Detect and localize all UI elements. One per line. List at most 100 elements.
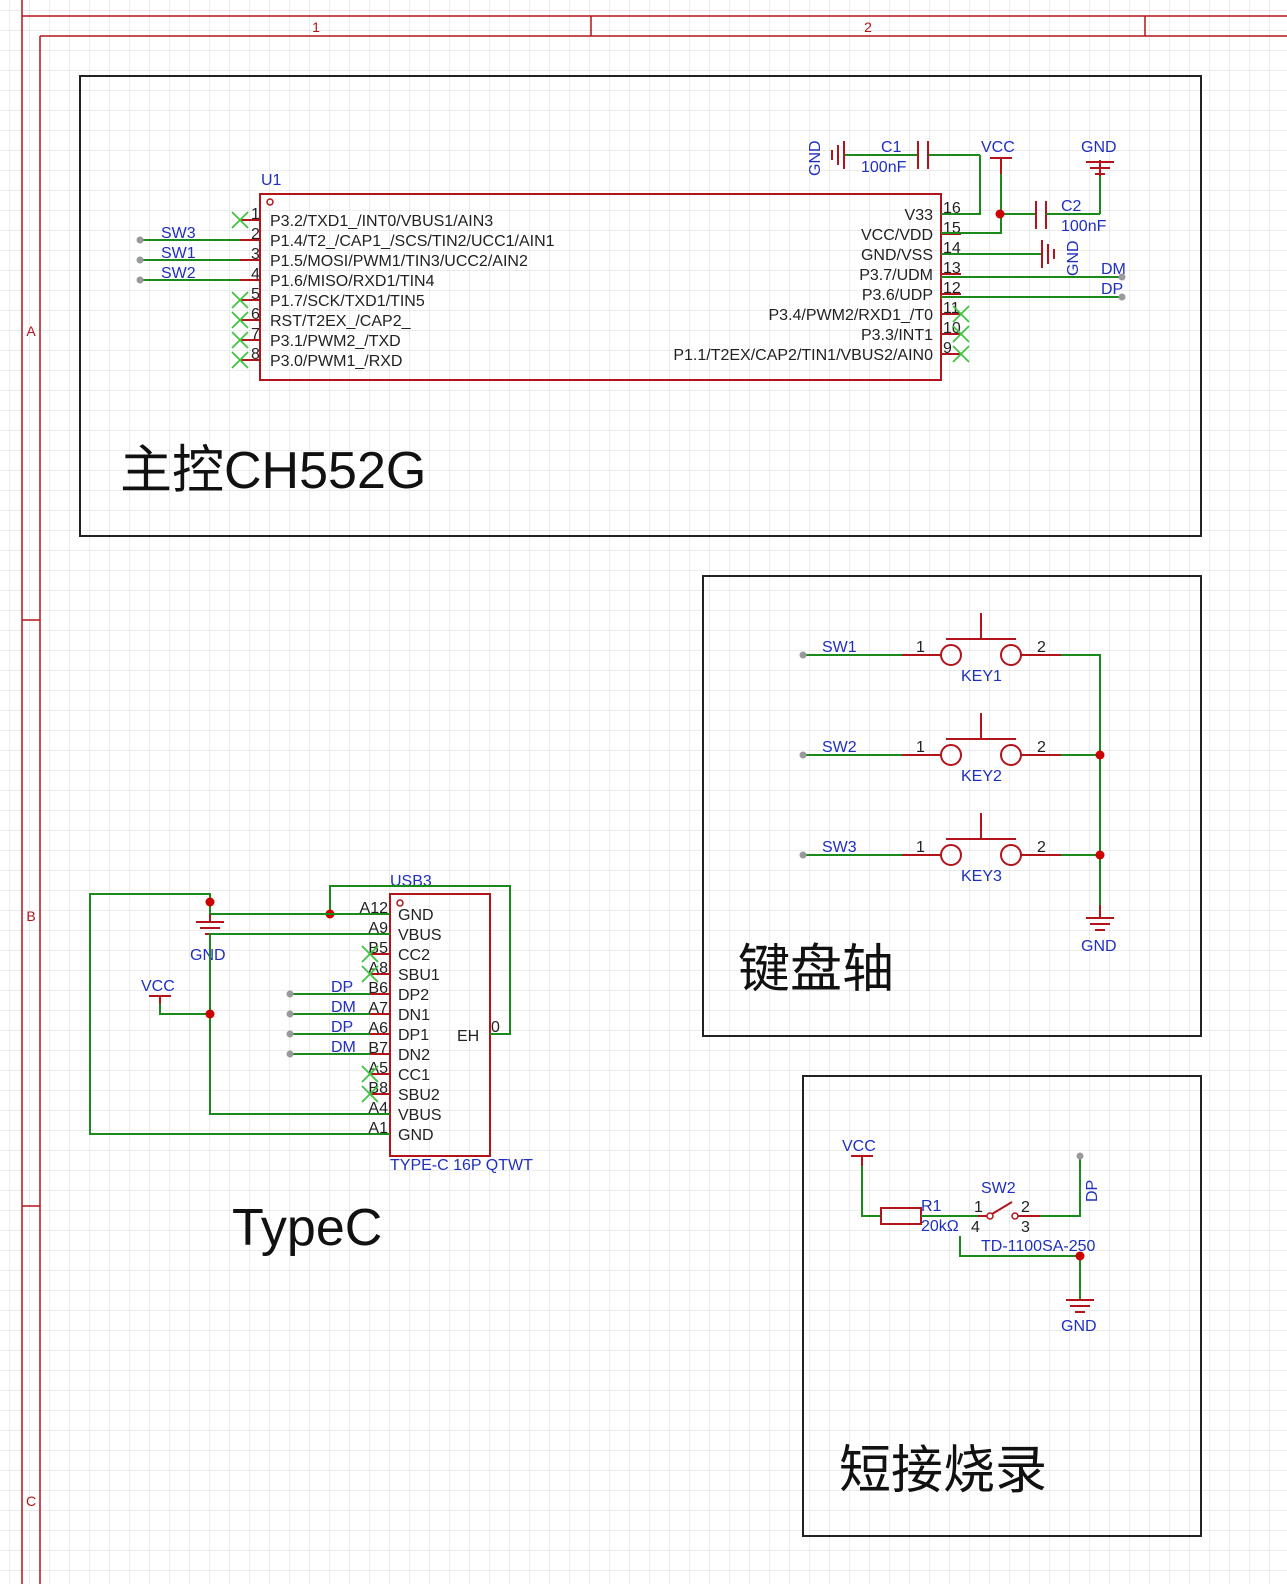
usb3-pin-name: DN1	[398, 1007, 430, 1024]
key-net-label: SW2	[822, 739, 857, 756]
net-end[interactable]	[136, 276, 144, 284]
u1-pin-name: RST/T2EX_/CAP2_	[270, 313, 412, 330]
sw2-pin3: 3	[1021, 1219, 1030, 1236]
dp-label-boot: DP	[1084, 1180, 1101, 1202]
u1-ref: U1	[261, 172, 282, 189]
usb3-body[interactable]	[389, 893, 491, 1157]
u1-pin-number: 4	[251, 266, 260, 283]
u1-pin-name: P3.0/PWM1_/RXD	[270, 353, 402, 370]
junction-gnd-loop	[205, 897, 215, 907]
c1-capacitor[interactable]	[844, 141, 980, 169]
usb3-pin-number: A12	[360, 900, 389, 917]
key-ref: KEY3	[961, 868, 1002, 885]
net-end[interactable]	[286, 990, 294, 998]
usb3-pin-name: SBU2	[398, 1087, 440, 1104]
u1-pin-number: 15	[943, 220, 961, 237]
key-ref: KEY1	[961, 668, 1002, 685]
u1-pin-number: 11	[943, 300, 960, 317]
c2-capacitor[interactable]	[1035, 176, 1101, 229]
dp-net-end[interactable]	[1118, 293, 1126, 301]
u1-pin-number: 3	[251, 246, 260, 263]
usb3-pin-number: A4	[368, 1100, 388, 1117]
u1-pin1-marker	[266, 198, 274, 206]
no-connect-marker	[361, 1065, 379, 1083]
usb3-pin-name: DP1	[398, 1027, 429, 1044]
net-end[interactable]	[799, 751, 807, 759]
net-end[interactable]	[799, 851, 807, 859]
junction-key2	[1095, 750, 1105, 760]
no-connect-marker	[231, 351, 249, 369]
gnd-symbol-keys	[1086, 905, 1114, 931]
net-end[interactable]	[286, 1050, 294, 1058]
u1-pin-number: 8	[251, 346, 260, 363]
gnd-label-top-right: GND	[1081, 139, 1117, 156]
usb3-pin-name: DP2	[398, 987, 429, 1004]
u1-pin-number: 9	[943, 340, 952, 357]
net-end[interactable]	[286, 1030, 294, 1038]
u1-pin-name: GND/VSS	[861, 247, 933, 264]
u1-pin-name: P3.7/UDM	[859, 267, 933, 284]
no-connect-marker	[361, 945, 379, 963]
net-end[interactable]	[286, 1010, 294, 1018]
frame-row-b: B	[26, 908, 35, 924]
frame-column-2: 2	[864, 19, 872, 35]
u1-pin-number: 2	[251, 226, 260, 243]
frame-row-a: A	[26, 323, 36, 339]
gnd-symbol-top-right	[1086, 160, 1114, 176]
c1-gnd-label: GND	[807, 140, 824, 176]
u1-pin-name: P3.3/INT1	[861, 327, 933, 344]
u1-pin-number: 7	[251, 326, 260, 343]
net-end[interactable]	[136, 256, 144, 264]
vcc-symbol-boot	[851, 1155, 873, 1166]
usb3-pin-number: A6	[368, 1020, 388, 1037]
usb3-pin-number: B7	[368, 1040, 388, 1057]
usb3-pin-name: GND	[398, 1127, 434, 1144]
net-end[interactable]	[799, 651, 807, 659]
usb3-pin-name: CC1	[398, 1067, 430, 1084]
u1-pin-number: 16	[943, 200, 961, 217]
net-end[interactable]	[136, 236, 144, 244]
u1-pin-name: P3.6/UDP	[862, 287, 933, 304]
u1-right-pins: 16V3315VCC/VDD14GND/VSS13P3.7/UDM12P3.6/…	[673, 200, 970, 364]
u1-pin-name: P1.5/MOSI/PWM1/TIN3/UCC2/AIN2	[270, 253, 528, 270]
junction-c2	[995, 209, 1005, 219]
sw2-switch[interactable]	[978, 1201, 1040, 1220]
frame-column-1: 1	[312, 19, 320, 35]
usb3-pin-number: A5	[368, 1060, 388, 1077]
usb3-pin-name: GND	[398, 907, 434, 924]
boot-block-border	[802, 1075, 1202, 1537]
dm-net-end[interactable]	[1118, 273, 1126, 281]
u1-pin-number: 6	[251, 306, 260, 323]
no-connect-marker	[361, 1085, 379, 1103]
c1-ref: C1	[881, 139, 902, 156]
usb3-pin-number: A1	[368, 1120, 388, 1137]
u1-body[interactable]	[259, 193, 942, 381]
no-connect-marker	[231, 331, 249, 349]
vcc-label-typec: VCC	[141, 978, 175, 995]
c2-value: 100nF	[1061, 218, 1107, 235]
key-ref: KEY2	[961, 768, 1002, 785]
sw2-pin2: 2	[1021, 1199, 1030, 1216]
sw2-ref: SW2	[981, 1180, 1016, 1197]
c2-ref: C2	[1061, 198, 1082, 215]
sw2-part: TD-1100SA-250	[981, 1238, 1096, 1255]
usb3-net-label: DM	[331, 1039, 356, 1056]
usb3-net-label: DM	[331, 999, 356, 1016]
usb3-pin-number: B5	[368, 940, 388, 957]
junction-vbus	[205, 1009, 215, 1019]
no-connect-marker	[231, 291, 249, 309]
frame-row-c: C	[26, 1493, 36, 1509]
no-connect-marker	[231, 311, 249, 329]
key-net-label: SW1	[822, 639, 857, 656]
gnd-symbol-boot	[1066, 1299, 1094, 1313]
dp-net-end-boot[interactable]	[1076, 1152, 1084, 1160]
